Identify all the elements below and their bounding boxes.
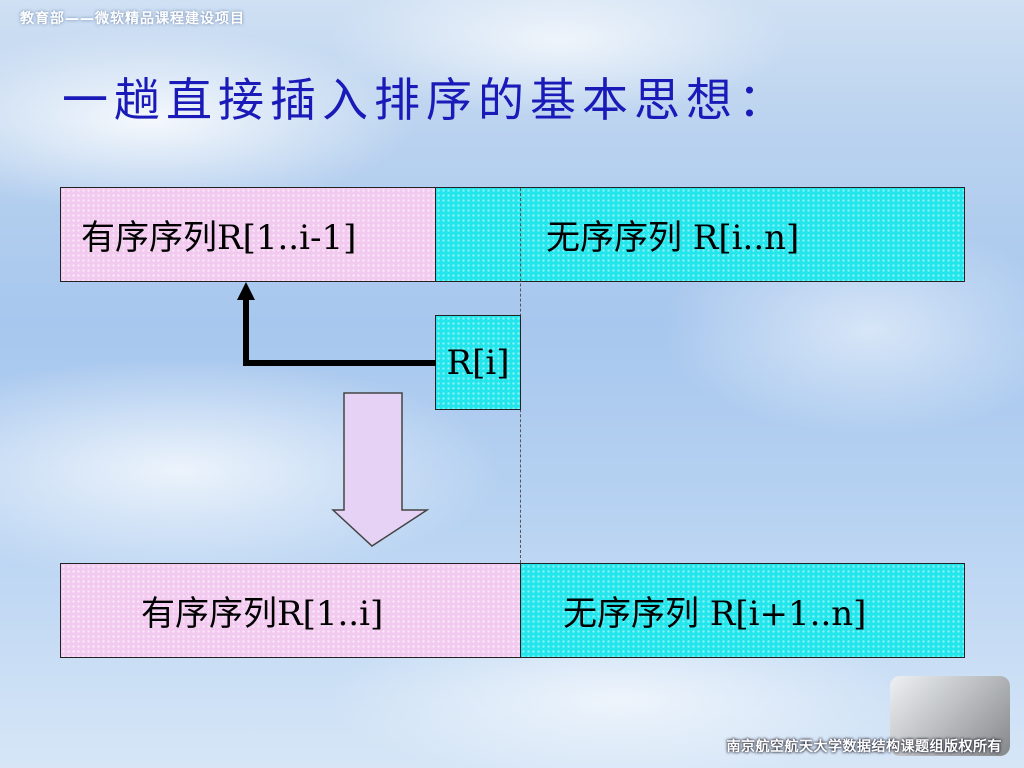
corner-logo-image xyxy=(890,676,1010,756)
sorted-sequence-before-label: 有序序列R[1..i-1] xyxy=(81,218,357,258)
sorted-sequence-after-label: 有序序列R[1..i] xyxy=(141,594,384,634)
current-element-box: R[i] xyxy=(435,315,521,410)
sorted-sequence-after: 有序序列R[1..i] xyxy=(60,563,521,658)
unsorted-sequence-before: 无序序列 R[i..n] xyxy=(435,187,965,282)
insert-arrow-icon xyxy=(237,282,436,366)
course-header: 教育部——微软精品课程建设项目 xyxy=(20,11,245,27)
sorted-sequence-before: 有序序列R[1..i-1] xyxy=(60,187,436,282)
down-arrow-icon xyxy=(331,392,430,547)
unsorted-sequence-after: 无序序列 R[i+1..n] xyxy=(520,563,965,658)
copyright-footer: 南京航空航天大学数据结构课题组版权所有 xyxy=(726,739,1002,755)
current-element-label: R[i] xyxy=(446,342,510,383)
slide-title: 一趟直接插入排序的基本思想： xyxy=(62,73,790,127)
unsorted-sequence-before-label: 无序序列 R[i..n] xyxy=(546,218,800,258)
unsorted-sequence-after-label: 无序序列 R[i+1..n] xyxy=(563,594,867,634)
